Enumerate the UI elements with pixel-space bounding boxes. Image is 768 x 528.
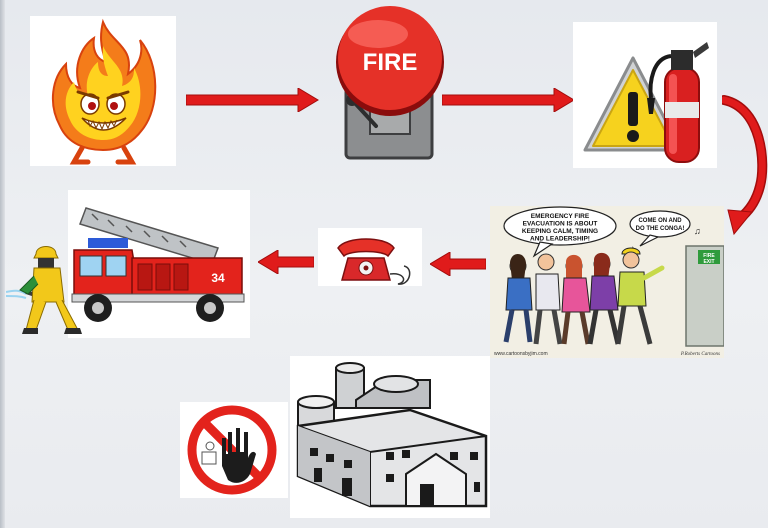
slide-edge	[0, 0, 5, 528]
arrow-alarm-to-extinguisher	[442, 88, 575, 112]
cartoon-signature: P.Roberts Cartoons	[680, 352, 720, 357]
evacuation-cartoon: FIRE EXIT EMERGENCY FIRE EVACUATION IS A…	[490, 206, 724, 358]
speech-main-line2: EVACUATION IS ABOUT	[523, 221, 598, 228]
evacuation-panel: FIRE EXIT EMERGENCY FIRE EVACUATION IS A…	[490, 206, 724, 358]
fire-truck-icon: 34	[71, 207, 245, 322]
speech-second-line2: DO THE CONGA!	[636, 226, 685, 232]
speech-main-line4: AND LEADERSHIP!	[530, 236, 590, 243]
no-entry-panel	[180, 402, 288, 498]
evacuee-1	[503, 253, 533, 343]
warning-extinguisher-icon	[583, 42, 709, 163]
alarm-panel: FIRE	[318, 4, 452, 164]
arrow-phone-to-firebrigade	[258, 250, 314, 274]
cartoon-credit: www.cartoonsbyjim.com	[494, 351, 548, 357]
exit-sign-line1: FIRE	[703, 253, 715, 259]
phone-panel	[318, 228, 422, 286]
factory-panel	[290, 356, 490, 518]
flame-character-icon	[51, 18, 157, 165]
firefighter-icon	[6, 246, 82, 334]
speech-main-line3: KEEPING CALM, TIMING	[522, 228, 598, 235]
arrow-extinguisher-to-evacuation	[722, 95, 768, 236]
evacuee-3	[561, 254, 591, 345]
extinguisher-panel	[573, 22, 717, 168]
evacuee-4	[587, 252, 621, 345]
evacuee-leader	[615, 247, 665, 345]
flame-panel	[30, 16, 176, 166]
arrow-evacuation-to-phone	[430, 252, 486, 276]
firebrigade-panel: 34	[68, 190, 250, 338]
telephone-icon	[337, 238, 411, 285]
speech-main-line1: EMERGENCY FIRE	[531, 213, 590, 220]
evacuee-2	[533, 253, 563, 345]
alarm-label: FIRE	[363, 49, 418, 76]
speech-second-line1: COME ON AND	[638, 218, 682, 224]
music-note-2: ♫	[694, 226, 701, 236]
arrow-flame-to-alarm	[186, 88, 319, 112]
no-entry-icon	[187, 405, 277, 495]
truck-side-number: 34	[211, 271, 225, 285]
exit-sign-line2: EXIT	[703, 259, 714, 265]
factory-building-icon	[296, 362, 488, 508]
fire-alarm-bell-icon: FIRE	[336, 6, 444, 160]
